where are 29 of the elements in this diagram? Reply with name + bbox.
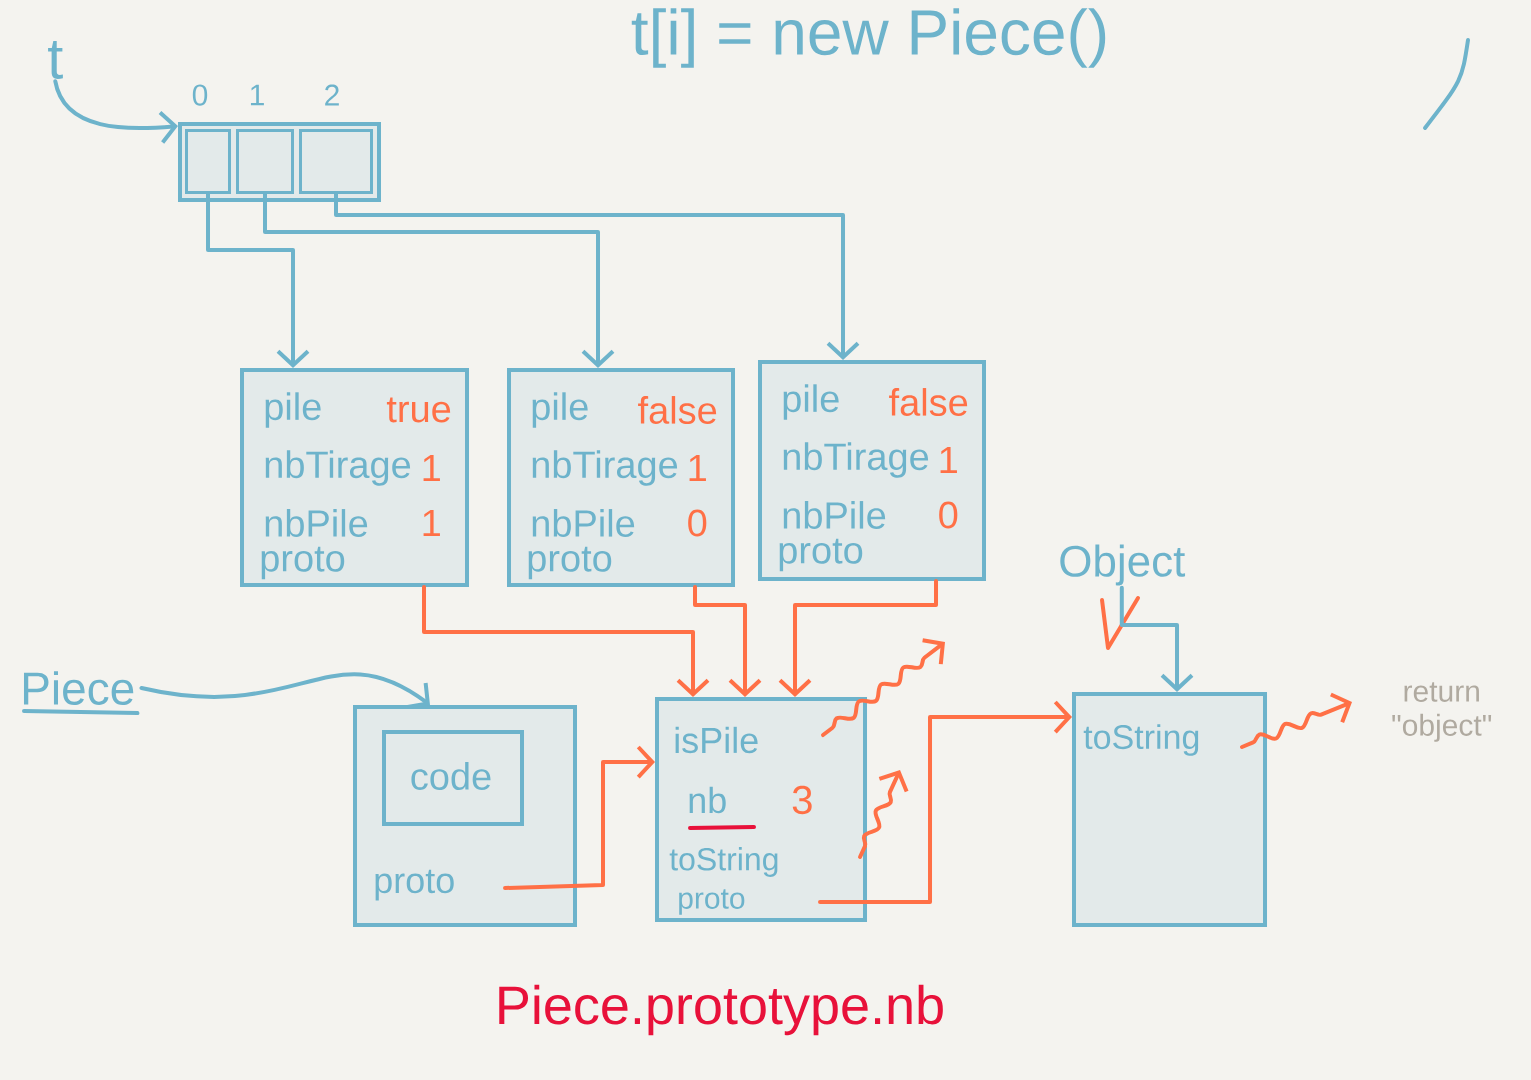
- index-label: 1: [250, 84, 264, 106]
- object-box: pile false nbTirage 1 nbPile 0 proto: [507, 368, 735, 587]
- index-label: 2: [325, 84, 339, 106]
- arrow: [139, 672, 430, 709]
- arrow: [1240, 692, 1352, 749]
- function-name: Piece: [22, 671, 140, 716]
- arrow: [422, 585, 710, 697]
- arrow: [693, 585, 762, 697]
- prototype-box: toString: [1072, 692, 1267, 927]
- variable-name: t: [48, 41, 63, 79]
- code-box: code: [382, 730, 524, 826]
- arrow: [263, 192, 615, 368]
- arrow: [778, 579, 938, 697]
- arrow: [1119, 585, 1194, 692]
- object-box: pile false nbTirage 1 nbPile 0 proto: [758, 360, 986, 581]
- title-code: t[i] = new Piece(): [631, 8, 1106, 68]
- arrow: [206, 192, 310, 368]
- index-label: 0: [192, 84, 208, 106]
- arrow: [818, 700, 1072, 904]
- arrow: [53, 79, 178, 144]
- arrow: [858, 770, 909, 859]
- return-note: return "object": [1392, 682, 1492, 742]
- arrow: [503, 745, 655, 890]
- arrow: [334, 192, 860, 360]
- object-name: Object: [1060, 544, 1186, 586]
- object-box: pile true nbTirage 1 nbPile 1 proto: [240, 368, 469, 587]
- prototype-box: isPile nb 3 toString proto: [655, 697, 867, 922]
- arrow: [821, 638, 945, 737]
- code-expression: Piece.prototype.nb: [499, 984, 943, 1036]
